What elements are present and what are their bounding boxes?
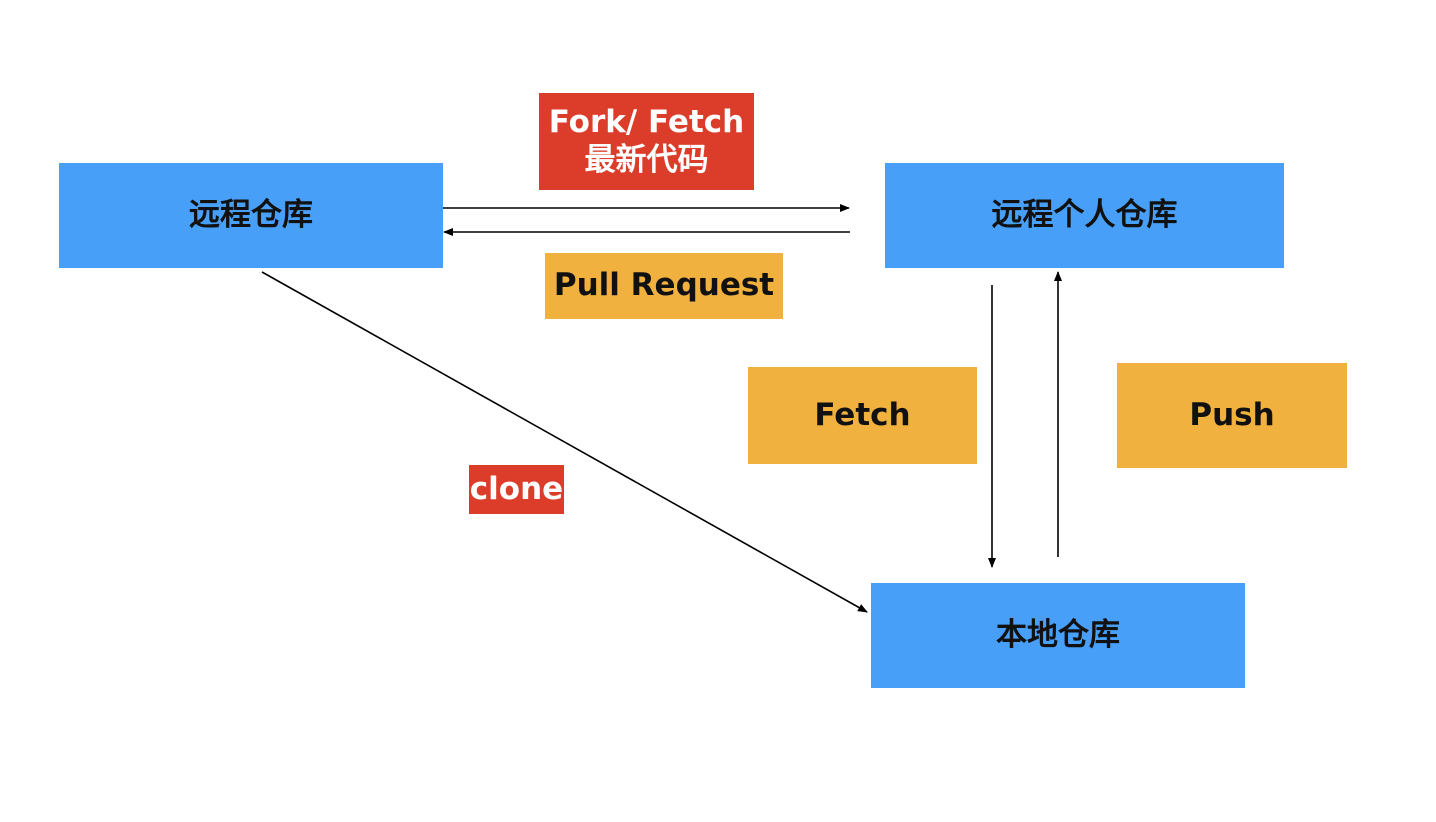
- push-label-box: Push: [1117, 363, 1347, 468]
- fetch-label-box: Fetch: [748, 367, 977, 464]
- pull-request-label-box: Pull Request: [545, 253, 783, 319]
- local-repo-node: 本地仓库: [871, 583, 1245, 688]
- remote-repo-node: 远程仓库: [59, 163, 443, 268]
- remote-personal-repo-node: 远程个人仓库: [885, 163, 1284, 268]
- fork-fetch-label: Fork/ Fetch 最新代码: [549, 104, 744, 178]
- remote-repo-label: 远程仓库: [189, 196, 313, 233]
- push-label: Push: [1189, 396, 1275, 433]
- fork-fetch-label-line2: 最新代码: [584, 141, 709, 178]
- clone-arrow: [261, 271, 868, 613]
- remote-personal-repo-label: 远程个人仓库: [991, 196, 1178, 233]
- clone-label-box: clone: [469, 465, 564, 514]
- clone-label: clone: [469, 470, 564, 507]
- pull-request-label: Pull Request: [553, 267, 775, 304]
- local-repo-label: 本地仓库: [996, 616, 1120, 653]
- fetch-label: Fetch: [814, 396, 911, 433]
- fork-fetch-label-line1: Fork/ Fetch: [548, 104, 745, 141]
- fork-fetch-label-box: Fork/ Fetch 最新代码: [539, 93, 754, 190]
